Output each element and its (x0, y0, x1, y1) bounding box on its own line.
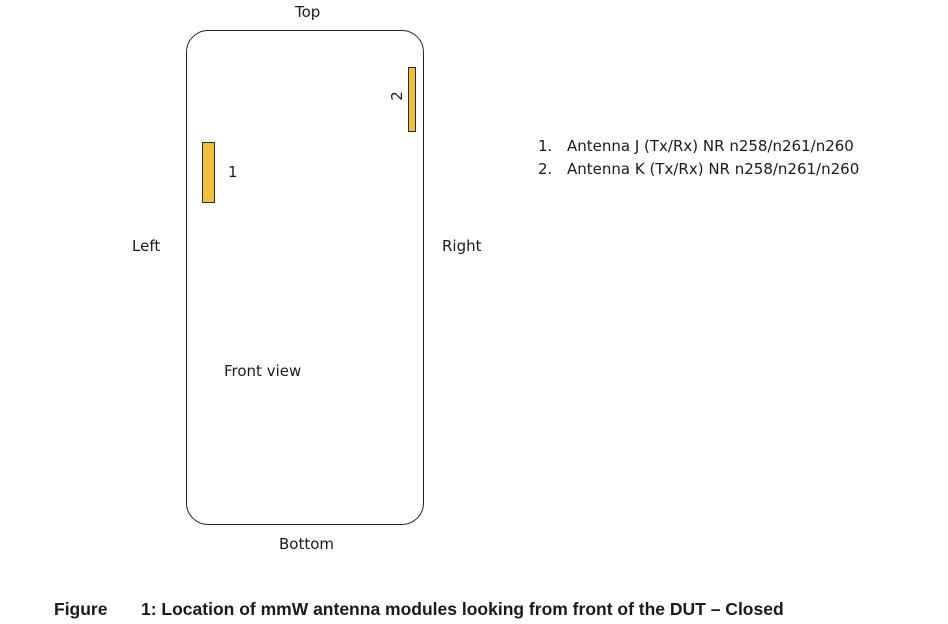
left-label: Left (132, 237, 161, 255)
front-view-label: Front view (224, 362, 302, 380)
bottom-label: Bottom (279, 535, 335, 553)
legend-text: Antenna K (Tx/Rx) NR n258/n261/n260 (567, 160, 860, 178)
antenna-marker-1: 1 (228, 163, 238, 181)
antenna-marker-2: 2 (387, 91, 406, 101)
caption-text: 1: Location of mmW antenna modules looki… (141, 599, 784, 619)
antenna-module-1 (202, 142, 215, 203)
top-label: Top (295, 3, 321, 21)
legend-item-2: 2. Antenna K (Tx/Rx) NR n258/n261/n260 (538, 158, 859, 181)
legend-number: 2. (538, 160, 553, 178)
antenna-module-2 (408, 67, 416, 132)
caption-figure-label: Figure (54, 599, 108, 619)
legend-item-1: 1. Antenna J (Tx/Rx) NR n258/n261/n260 (538, 135, 859, 158)
device-outline (186, 30, 424, 525)
legend-number: 1. (538, 137, 553, 155)
right-label: Right (442, 237, 482, 255)
legend-text: Antenna J (Tx/Rx) NR n258/n261/n260 (567, 137, 854, 155)
antenna-legend: 1. Antenna J (Tx/Rx) NR n258/n261/n260 2… (538, 135, 859, 181)
